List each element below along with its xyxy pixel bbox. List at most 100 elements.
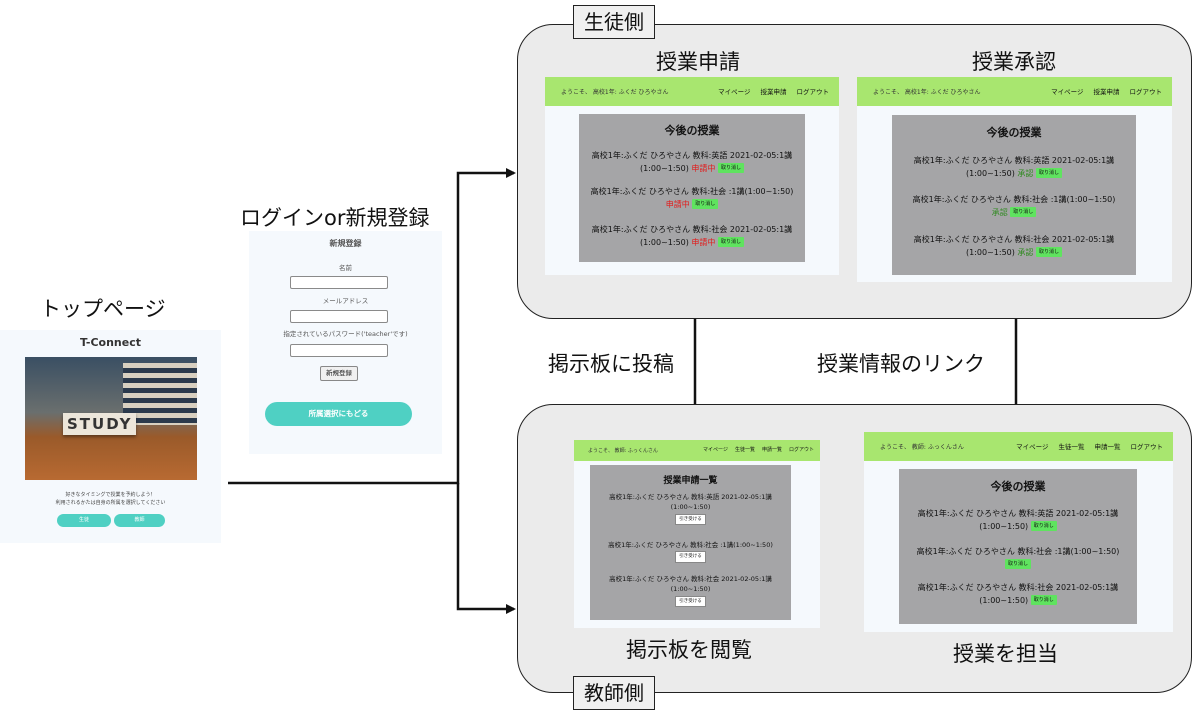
cancel-button[interactable]: 取り消し: [717, 237, 744, 248]
browse-entry-3: 高校1年:ふくだ ひろやさん 教科:社会 2021-02-05:1講 (1:00…: [590, 574, 791, 607]
email-input[interactable]: [290, 310, 388, 323]
nav-greeting: ようこそ、 教師: ふっくんさん: [880, 444, 964, 451]
accept-button[interactable]: 引き受ける: [675, 551, 706, 563]
student-navbar: ようこそ、 高校1年: ふくだ ひろやさん マイページ 授業申請 ログアウト: [545, 77, 839, 106]
entry-line1: 高校1年:ふくだ ひろやさん 教科:社会 :1講(1:00~1:50): [608, 541, 773, 549]
entry-line1: 高校1年:ふくだ ひろやさん 教科:社会 2021-02-05:1講: [913, 235, 1115, 244]
approve-entry-3: 高校1年:ふくだ ひろやさん 教科:社会 2021-02-05:1講 (1:00…: [892, 234, 1136, 260]
cancel-button[interactable]: 取り消し: [1004, 559, 1031, 570]
cancel-button[interactable]: 取り消し: [1035, 247, 1062, 258]
apply-entry-1: 高校1年:ふくだ ひろやさん 教科:英語 2021-02-05:1講 (1:00…: [579, 150, 805, 176]
assign-card: 今後の授業 高校1年:ふくだ ひろやさん 教科:英語 2021-02-05:1講…: [899, 469, 1137, 624]
approve-entry-1: 高校1年:ふくだ ひろやさん 教科:英語 2021-02-05:1講 (1:00…: [892, 155, 1136, 181]
student-navbar: ようこそ、 高校1年: ふくだ ひろやさん マイページ 授業申請 ログアウト: [857, 77, 1172, 106]
browse-entry-2: 高校1年:ふくだ ひろやさん 教科:社会 :1講(1:00~1:50) 引き受け…: [590, 540, 791, 563]
entry-button-row: 引き受ける: [590, 513, 791, 525]
entry-button-row: 引き受ける: [590, 595, 791, 607]
assign-entry-1: 高校1年:ふくだ ひろやさん 教科:英語 2021-02-05:1講 (1:00…: [899, 508, 1137, 534]
name-input[interactable]: [290, 276, 388, 289]
entry-line1: 高校1年:ふくだ ひろやさん 教科:英語 2021-02-05:1講: [609, 493, 772, 501]
cancel-button[interactable]: 取り消し: [717, 163, 744, 174]
entry-line2: (1:00~1:50): [966, 168, 1015, 178]
status-approved: 承認: [991, 207, 1008, 217]
cancel-button[interactable]: 取り消し: [692, 199, 719, 210]
entry-line2-row: (1:00~1:50) 承認 取り消し: [892, 168, 1136, 181]
nav-links: マイページ 生徒一覧 申請一覧 ログアウト: [1016, 441, 1163, 451]
nav-students-link[interactable]: 生徒一覧: [734, 447, 755, 453]
password-input[interactable]: [290, 344, 388, 357]
entry-line2: (1:00~1:50): [670, 585, 711, 594]
entry-line1: 高校1年:ふくだ ひろやさん 教科:社会 :1講(1:00~1:50): [590, 187, 794, 196]
entry-line2: (1:00~1:50): [640, 163, 689, 173]
nav-greeting: ようこそ、 高校1年: ふくだ ひろやさん: [561, 89, 669, 96]
nav-logout-link[interactable]: ログアウト: [788, 447, 814, 453]
browse-card-title: 授業申請一覧: [663, 476, 718, 486]
browse-card: 授業申請一覧 高校1年:ふくだ ひろやさん 教科:英語 2021-02-05:1…: [590, 465, 791, 620]
entry-line2-row: 承認 取り消し: [892, 207, 1136, 220]
cancel-button[interactable]: 取り消し: [1035, 168, 1062, 179]
top-tagline-2: 利用されるかたは自身の所属を選択してください: [55, 500, 166, 506]
nav-apply-link[interactable]: 授業申請: [1093, 88, 1120, 96]
nav-mypage-link[interactable]: マイページ: [1016, 443, 1049, 451]
teacher-button[interactable]: 教師: [114, 514, 165, 527]
browse-screenshot: ようこそ、 教師: ふっくんさん マイページ 生徒一覧 申請一覧 ログアウト 授…: [574, 440, 820, 628]
nav-logout-link[interactable]: ログアウト: [796, 88, 830, 96]
entry-line1: 高校1年:ふくだ ひろやさん 教科:社会 2021-02-05:1講: [591, 225, 793, 234]
link-label: 授業情報のリンク: [817, 352, 985, 376]
nav-requests-link[interactable]: 申請一覧: [1094, 443, 1121, 451]
entry-line1: 高校1年:ふくだ ひろやさん 教科:社会 :1講(1:00~1:50): [916, 547, 1120, 556]
register-title: 新規登録: [329, 239, 362, 248]
apply-entry-3: 高校1年:ふくだ ひろやさん 教科:社会 2021-02-05:1講 (1:00…: [579, 224, 805, 250]
apply-label: 授業申請: [656, 50, 740, 74]
approve-card: 今後の授業 高校1年:ふくだ ひろやさん 教科:英語 2021-02-05:1講…: [892, 115, 1136, 275]
entry-line1: 高校1年:ふくだ ひろやさん 教科:英語 2021-02-05:1講: [917, 509, 1119, 518]
register-submit-button[interactable]: 新規登録: [320, 366, 358, 381]
entry-line1: 高校1年:ふくだ ひろやさん 教科:社会 2021-02-05:1講: [917, 583, 1119, 592]
entry-line2-row: 申請中 取り消し: [579, 199, 805, 212]
approve-card-title: 今後の授業: [986, 126, 1042, 139]
browse-label: 掲示板を閲覧: [626, 638, 752, 662]
entry-line1: 高校1年:ふくだ ひろやさん 教科:英語 2021-02-05:1講: [913, 156, 1115, 165]
entry-line2-row: (1:00~1:50) 取り消し: [899, 521, 1137, 534]
nav-logout-link[interactable]: ログアウト: [1129, 88, 1163, 96]
entry-line2-row: (1:00~1:50) 申請中 取り消し: [579, 237, 805, 250]
nav-greeting: ようこそ、 高校1年: ふくだ ひろやさん: [873, 89, 981, 96]
name-label: 名前: [339, 264, 352, 272]
nav-logout-link[interactable]: ログアウト: [1130, 443, 1164, 451]
approve-label: 授業承認: [972, 50, 1056, 74]
hero-image: STUDY: [25, 357, 197, 480]
nav-mypage-link[interactable]: マイページ: [718, 88, 751, 96]
assign-label: 授業を担当: [953, 642, 1058, 666]
cancel-button[interactable]: 取り消し: [1030, 595, 1057, 606]
entry-line2: (1:00~1:50): [966, 247, 1015, 257]
browse-entry-1: 高校1年:ふくだ ひろやさん 教科:英語 2021-02-05:1講 (1:00…: [590, 492, 791, 525]
top-page-title: T-Connect: [80, 336, 141, 349]
nav-links: マイページ 授業申請 ログアウト: [1051, 86, 1162, 96]
nav-mypage-link[interactable]: マイページ: [1051, 88, 1084, 96]
nav-apply-link[interactable]: 授業申請: [760, 88, 787, 96]
hero-word-text: STUDY: [63, 413, 137, 435]
arrow-to-student: [228, 168, 516, 485]
entry-line2-row: (1:00~1:50) 承認 取り消し: [892, 247, 1136, 260]
teacher-navbar: ようこそ、 教師: ふっくんさん マイページ 生徒一覧 申請一覧 ログアウト: [864, 432, 1173, 461]
nav-requests-link[interactable]: 申請一覧: [761, 447, 782, 453]
accept-button[interactable]: 引き受ける: [675, 595, 706, 607]
nav-students-link[interactable]: 生徒一覧: [1058, 443, 1085, 451]
back-to-affiliation-button[interactable]: 所属選択にもどる: [265, 402, 412, 426]
top-tagline-1: 好きなタイミングで授業を予約しよう！: [65, 492, 156, 498]
accept-button[interactable]: 引き受ける: [675, 513, 706, 525]
entry-line1: 高校1年:ふくだ ひろやさん 教科:社会 :1講(1:00~1:50): [912, 195, 1116, 204]
entry-line2-row: (1:00~1:50) 取り消し: [899, 595, 1137, 608]
nav-greeting: ようこそ、 教師: ふっくんさん: [588, 448, 658, 454]
nav-links: マイページ 授業申請 ログアウト: [718, 86, 829, 96]
assign-entry-3: 高校1年:ふくだ ひろやさん 教科:社会 2021-02-05:1講 (1:00…: [899, 582, 1137, 608]
nav-mypage-link[interactable]: マイページ: [703, 447, 728, 453]
top-page-label: トップページ: [40, 297, 166, 321]
post-label: 掲示板に投稿: [548, 352, 674, 376]
cancel-button[interactable]: 取り消し: [1030, 521, 1057, 532]
entry-line2: (1:00~1:50): [640, 237, 689, 247]
hero-word: STUDY: [63, 413, 137, 435]
student-button[interactable]: 生徒: [57, 514, 111, 527]
cancel-button[interactable]: 取り消し: [1010, 207, 1037, 218]
entry-line1: 高校1年:ふくだ ひろやさん 教科:英語 2021-02-05:1講: [591, 151, 793, 160]
